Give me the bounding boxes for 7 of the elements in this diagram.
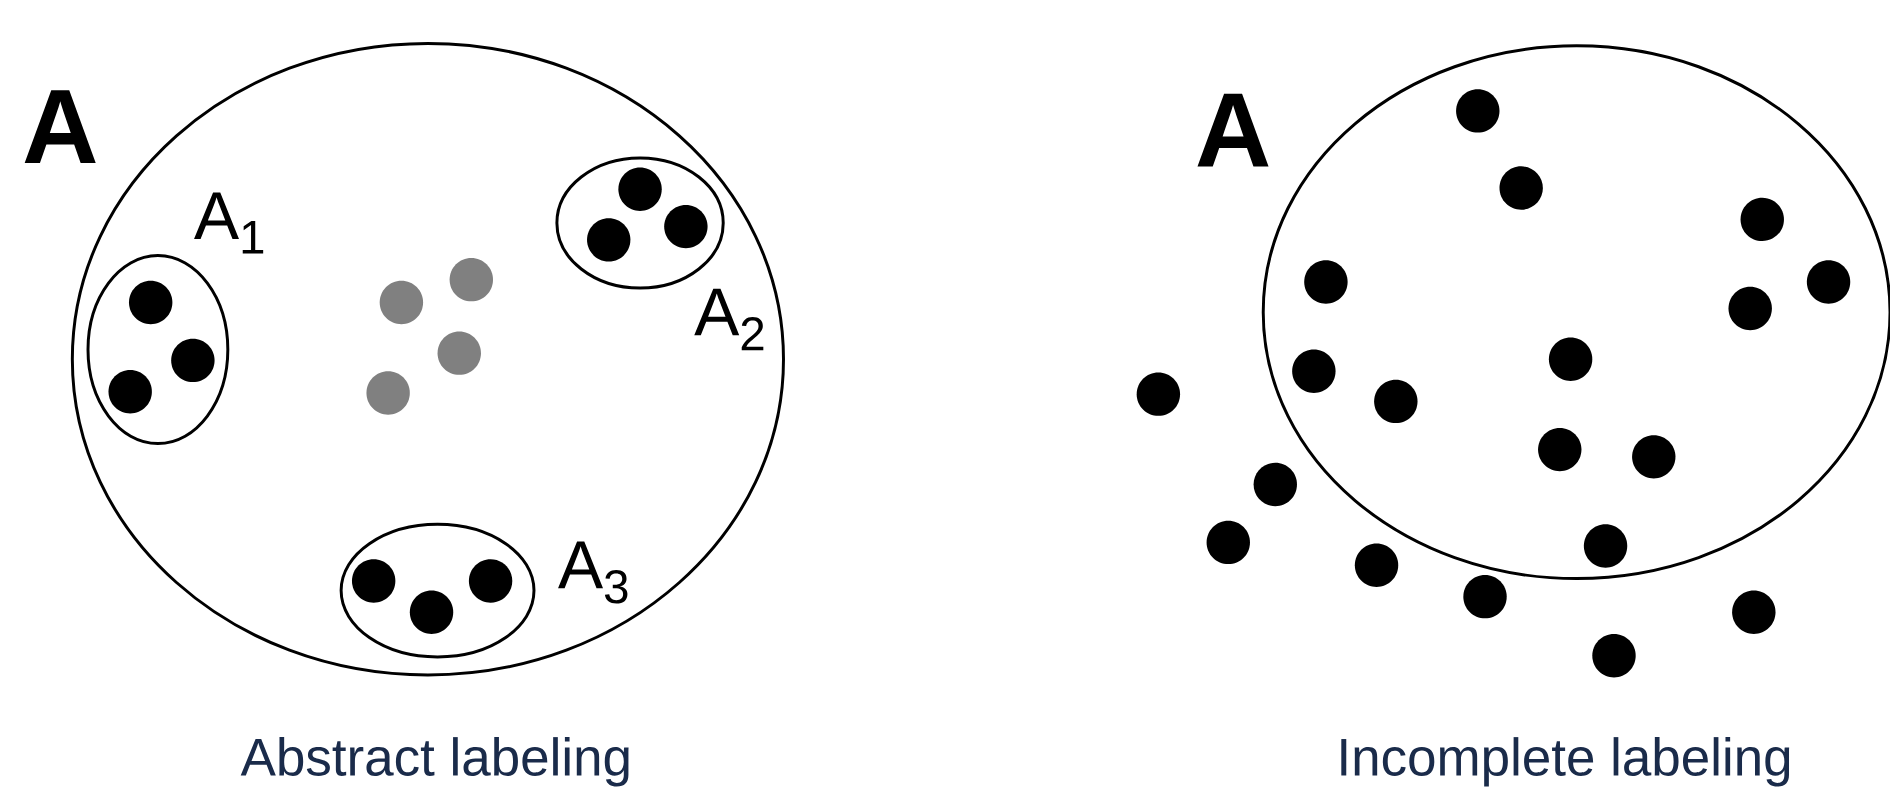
- set-label: A$_{3}$: [558, 541, 628, 604]
- set-label: A: [1197, 93, 1269, 167]
- caption: Incomplete labeling: [1341, 737, 1790, 787]
- caption: Abstract labeling: [240, 737, 629, 787]
- set-label: A$_{2}$: [694, 288, 764, 351]
- set-label: A: [24, 90, 96, 164]
- set-label: A$_{1}$: [194, 192, 264, 254]
